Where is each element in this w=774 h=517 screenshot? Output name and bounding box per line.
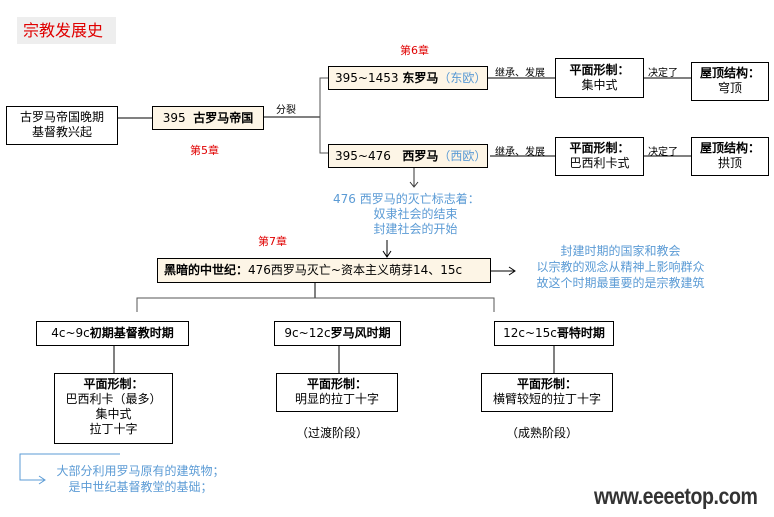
- empire-name: 古罗马帝国: [193, 111, 254, 125]
- feudal-note: 封建时期的国家和教会 以宗教的观念从精神上影响群众 故这个时期最重要的是宗教建筑: [518, 243, 723, 291]
- empire-year: 395: [162, 111, 186, 125]
- west-region: （西欧）: [438, 149, 487, 163]
- origin-line2: 基督教兴起: [31, 125, 92, 139]
- east-region: （东欧）: [438, 71, 487, 85]
- east-rome-box: 395~1453 东罗马（东欧）: [328, 66, 488, 90]
- west-roof-box: 屋顶结构： 拱顶: [691, 137, 769, 176]
- empire-box: 395 古罗马帝国: [152, 106, 264, 130]
- period-prefix: 9c~12c: [284, 326, 331, 340]
- early-note: 大部分利用罗马原有的建筑物； 是中世纪基督教堂的基础；: [48, 463, 233, 495]
- east-plan-box: 平面形制： 集中式: [555, 58, 644, 98]
- plan-label: 平面形制：: [516, 377, 577, 391]
- romanesque-plan-box: 平面形制： 明显的拉丁十字: [276, 373, 398, 412]
- fall-note-line3: 封建社会的开始: [373, 222, 458, 236]
- period-prefix: 4c~9c: [51, 326, 90, 340]
- chapter-6: 第6章: [400, 44, 429, 57]
- east-plan-label: 平面形制：: [569, 63, 630, 77]
- middle-ages-text: 476西罗马灭亡~资本主义萌芽14、15c: [248, 263, 463, 277]
- plan-label: 平面形制：: [83, 377, 144, 391]
- fall-note-line2: 奴隶社会的结束: [373, 207, 458, 221]
- east-decides-label: 决定了: [648, 68, 678, 79]
- period-name: 初期基督教时期: [89, 326, 174, 340]
- period-prefix: 12c~15c: [503, 326, 557, 340]
- west-name: 西罗马: [402, 149, 439, 163]
- east-plan: 集中式: [581, 78, 618, 92]
- west-rome-box: 395~476 西罗马（西欧）: [328, 144, 488, 168]
- plan-value: 明显的拉丁十字: [294, 392, 379, 406]
- west-plan-box: 平面形制： 巴西利卡式: [555, 137, 644, 176]
- period-romanesque: 9c~12c罗马风时期: [274, 321, 401, 346]
- fall-note: 476 西罗马的灭亡标志着： 奴隶社会的结束 封建社会的开始: [333, 192, 498, 237]
- west-roof: 拱顶: [717, 156, 742, 170]
- east-roof-box: 屋顶结构： 穹顶: [691, 62, 769, 101]
- east-inherit-label: 继承、发展: [495, 68, 545, 79]
- origin-line1: 古罗马帝国晚期: [19, 110, 104, 124]
- gothic-plan-box: 平面形制： 横臂较短的拉丁十字: [481, 373, 613, 412]
- period-gothic: 12c~15c哥特时期: [494, 321, 614, 346]
- plan-value: 横臂较短的拉丁十字: [492, 392, 601, 406]
- west-years: 395~476: [335, 149, 391, 163]
- chapter-5: 第5章: [190, 144, 219, 157]
- feudal-note-line3: 故这个时期最重要的是宗教建筑: [536, 276, 705, 290]
- feudal-note-line2: 以宗教的观念从精神上影响群众: [536, 260, 705, 274]
- fall-note-line1: 476 西罗马的灭亡标志着：: [333, 192, 480, 206]
- west-plan: 巴西利卡式: [569, 156, 630, 170]
- west-plan-label: 平面形制：: [569, 141, 630, 155]
- origin-box: 古罗马帝国晚期 基督教兴起: [6, 106, 118, 145]
- middle-ages-box: 黑暗的中世纪：476西罗马灭亡~资本主义萌芽14、15c: [157, 258, 491, 283]
- middle-ages-label: 黑暗的中世纪：: [164, 263, 249, 277]
- page-title: 宗教发展史: [17, 17, 116, 44]
- gothic-stage: （成熟阶段）: [506, 426, 579, 440]
- plan-value: 巴西利卡（最多）: [65, 392, 162, 406]
- west-roof-label: 屋顶结构：: [699, 141, 760, 155]
- romanesque-stage: （过渡阶段）: [296, 426, 369, 440]
- east-roof: 穹顶: [717, 81, 742, 95]
- watermark: www.eeeetop.com: [594, 483, 758, 509]
- west-inherit-label: 继承、发展: [495, 147, 545, 158]
- west-decides-label: 决定了: [648, 147, 678, 158]
- plan-value-3: 拉丁十字: [89, 422, 138, 436]
- east-name: 东罗马: [402, 71, 439, 85]
- plan-value-2: 集中式: [95, 407, 132, 421]
- early-plan-box: 平面形制： 巴西利卡（最多） 集中式 拉丁十字: [54, 373, 173, 444]
- chapter-7: 第7章: [258, 235, 287, 248]
- split-label: 分裂: [276, 105, 296, 116]
- east-roof-label: 屋顶结构：: [699, 66, 760, 80]
- period-early-christian: 4c~9c初期基督教时期: [36, 321, 189, 346]
- east-years: 395~1453: [335, 71, 399, 85]
- period-name: 哥特时期: [556, 326, 605, 340]
- plan-label: 平面形制：: [306, 377, 367, 391]
- early-note-line2: 是中世纪基督教堂的基础；: [68, 480, 213, 494]
- period-name: 罗马风时期: [330, 326, 391, 340]
- early-note-line1: 大部分利用罗马原有的建筑物；: [56, 464, 225, 478]
- feudal-note-line1: 封建时期的国家和教会: [560, 244, 681, 258]
